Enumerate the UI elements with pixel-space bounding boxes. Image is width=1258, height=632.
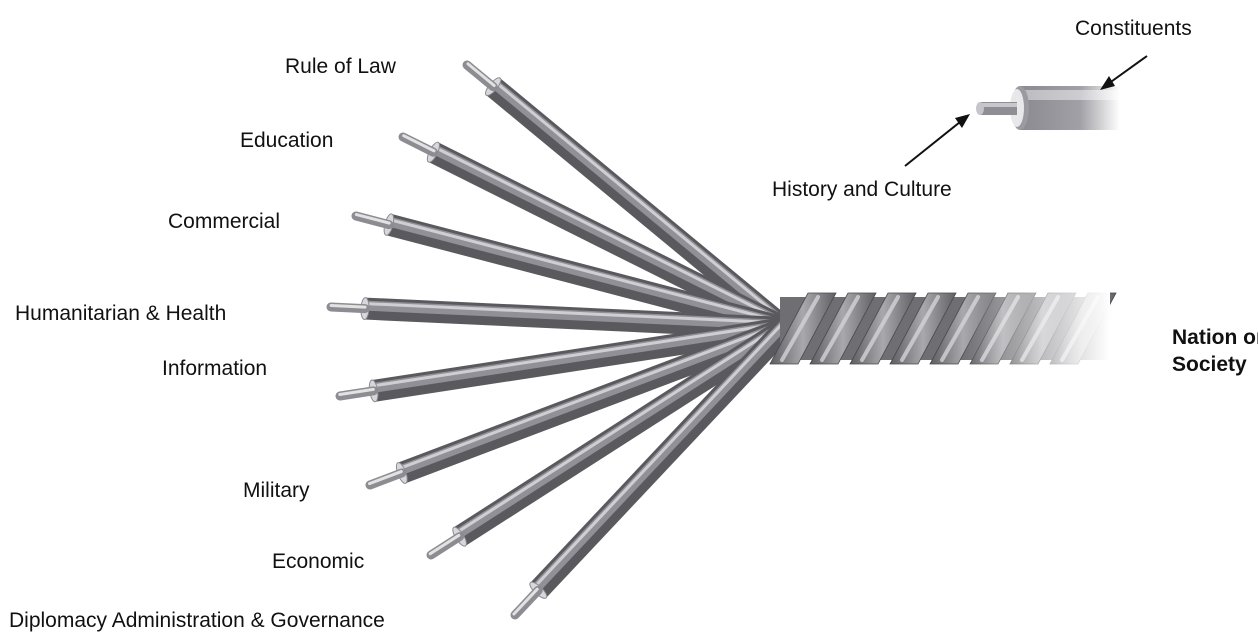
label-education: Education bbox=[240, 129, 333, 152]
wire-strands bbox=[331, 64, 788, 615]
label-commercial: Commercial bbox=[168, 210, 280, 233]
label-military: Military bbox=[243, 479, 310, 502]
label-information: Information bbox=[162, 357, 267, 380]
label-rule-of-law: Rule of Law bbox=[285, 55, 397, 78]
arrow-history-culture bbox=[905, 114, 970, 166]
label-constituents: Constituents bbox=[1075, 17, 1192, 40]
label-history-culture: History and Culture bbox=[772, 178, 952, 201]
arrow-constituents bbox=[1100, 56, 1147, 90]
label-nation-line1: Nation or bbox=[1172, 326, 1258, 349]
rope-fade-overlay bbox=[780, 280, 1110, 390]
label-diplomacy: Diplomacy Administration & Governance bbox=[9, 609, 385, 632]
label-humanitarian-health: Humanitarian & Health bbox=[15, 302, 226, 325]
small-cable bbox=[976, 86, 1120, 130]
label-nation-line2: Society bbox=[1172, 353, 1247, 376]
label-economic: Economic bbox=[272, 550, 364, 573]
